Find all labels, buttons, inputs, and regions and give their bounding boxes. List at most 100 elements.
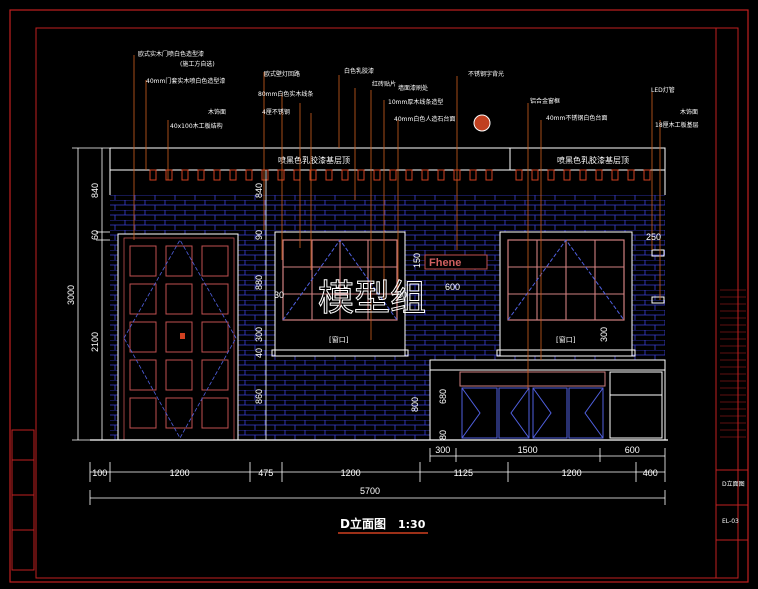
- crown-tooth: [181, 169, 189, 181]
- crown-tooth: [197, 169, 205, 181]
- callout-plywood: 18厘木工板基层: [655, 121, 699, 129]
- ceiling-label-left: 喷黑色乳胶漆基层顶: [278, 155, 350, 165]
- dim-window-side-left: 30: [274, 290, 284, 300]
- led-fixture-lower: [651, 296, 665, 304]
- callout-veneer-right: 木饰面: [680, 108, 698, 116]
- callout-brick: 红砖贴片: [372, 80, 396, 88]
- crown-tooth: [531, 169, 539, 181]
- dim-mid-880: 880: [254, 275, 264, 290]
- door-panel: [129, 397, 157, 429]
- wall-lamp-icon: [473, 114, 491, 132]
- sheet-code: EL-03: [722, 518, 739, 525]
- bottom-dim-label: 400: [643, 468, 658, 478]
- dim-mid-860: 860: [254, 389, 264, 404]
- cabinet-dim-labels: 300 1500 600: [435, 445, 640, 455]
- door-panel: [129, 359, 157, 391]
- bottom-dim-label: 1200: [341, 468, 361, 478]
- callout-steel: 4厘不锈钢: [262, 108, 290, 116]
- window-left: [窗口]: [271, 231, 409, 357]
- crown-tooth: [261, 169, 269, 181]
- ceiling-label-right: 喷黑色乳胶漆基层顶: [557, 155, 629, 165]
- door-panel: [129, 245, 157, 277]
- crown-tooth: [579, 169, 587, 181]
- door-panel: [201, 397, 229, 429]
- crown-tooth: [405, 169, 413, 181]
- dim-window-side-right: 30: [397, 290, 407, 300]
- callout-white-trim: 80mm白色实木线条: [258, 90, 313, 98]
- dim-mid-840: 840: [254, 183, 264, 198]
- door-panel: [129, 321, 157, 353]
- bottom-dim-label: 1200: [170, 468, 190, 478]
- window-right: [窗口]: [496, 231, 636, 357]
- led-fixture-upper: [651, 249, 665, 257]
- dim-counter-800: 800: [410, 397, 420, 412]
- bottom-dim-label: 1200: [562, 468, 582, 478]
- crown-tooth: [149, 169, 157, 181]
- callout-steel-counter: 40mm不锈钢白色台面: [546, 114, 607, 122]
- callout-wood-structure: 40x100木工板结构: [170, 122, 223, 130]
- bottom-dimensions: [90, 455, 665, 499]
- binding-strip: [11, 429, 35, 571]
- dimension-ticks: [89, 448, 666, 505]
- callout-latex-paint: 白色乳胶漆: [344, 67, 374, 75]
- door-panel: [129, 283, 157, 315]
- crown-tooth: [611, 169, 619, 181]
- crown-tooth: [341, 169, 349, 181]
- door: [117, 233, 239, 441]
- crown-tooth: [485, 169, 493, 181]
- sheet-name: D立面图: [722, 480, 745, 488]
- callout-steel-letters: 不锈钢字背光: [468, 70, 504, 78]
- dim-left-2100: 2100: [90, 332, 100, 352]
- callout-window-frame: 铝合金窗框: [530, 97, 560, 105]
- crown-tooth: [547, 169, 555, 181]
- door-panel: [165, 245, 193, 277]
- inner-frame: [35, 27, 739, 579]
- crown-tooth: [373, 169, 381, 181]
- crown-tooth: [309, 169, 317, 181]
- dim-sign-height: 150: [412, 253, 422, 268]
- callout-wall-paint: 墙面漆刷处: [398, 84, 428, 92]
- shop-sign: Fhene: [424, 254, 488, 270]
- dim-right-300: 300: [599, 327, 609, 342]
- dim-counter-680: 680: [438, 389, 448, 404]
- dim-mid-90: 90: [254, 230, 264, 240]
- door-panel: [201, 245, 229, 277]
- door-panel: [201, 283, 229, 315]
- crown-tooth: [293, 169, 301, 181]
- crown-tooth: [563, 169, 571, 181]
- crown-tooth: [357, 169, 365, 181]
- door-panel: [201, 359, 229, 391]
- crown-tooth: [627, 169, 635, 181]
- crown-tooth: [389, 169, 397, 181]
- cabinet-dim-label: 1500: [518, 445, 538, 455]
- crown-tooth: [245, 169, 253, 181]
- crown-tooth: [515, 169, 523, 181]
- window-left-label: [窗口]: [329, 335, 349, 344]
- drawing-scale: 1:30: [398, 518, 426, 531]
- left-dimensions: [72, 147, 110, 441]
- dim-mid-40: 40: [254, 348, 264, 358]
- callout-door-note: (施工方自选): [180, 60, 215, 68]
- crown-tooth: [165, 169, 173, 181]
- cabinet-dim-label: 300: [435, 445, 450, 455]
- title-block: [716, 289, 748, 541]
- callout-door: 欧式实木门喷白色造型漆: [138, 50, 204, 58]
- dim-mid-300: 300: [254, 327, 264, 342]
- door-panel: [201, 321, 229, 353]
- dim-left-total: 3000: [66, 285, 76, 305]
- outer-frame: [9, 9, 749, 583]
- dim-right-250: 250: [646, 232, 661, 242]
- crown-molding: [149, 169, 651, 181]
- watermark: 模型组: [318, 278, 426, 319]
- callout-wall-light: 欧式壁灯回路: [264, 70, 300, 78]
- dim-sign-width: 600: [445, 282, 460, 292]
- crown-tooth: [325, 169, 333, 181]
- bottom-dim-label: 475: [258, 468, 273, 478]
- cabinet-dim-label: 600: [625, 445, 640, 455]
- crown-tooth: [421, 169, 429, 181]
- door-panel: [165, 321, 193, 353]
- bottom-dim-label: 1125: [454, 468, 473, 478]
- sign-text: Fhene: [429, 257, 461, 269]
